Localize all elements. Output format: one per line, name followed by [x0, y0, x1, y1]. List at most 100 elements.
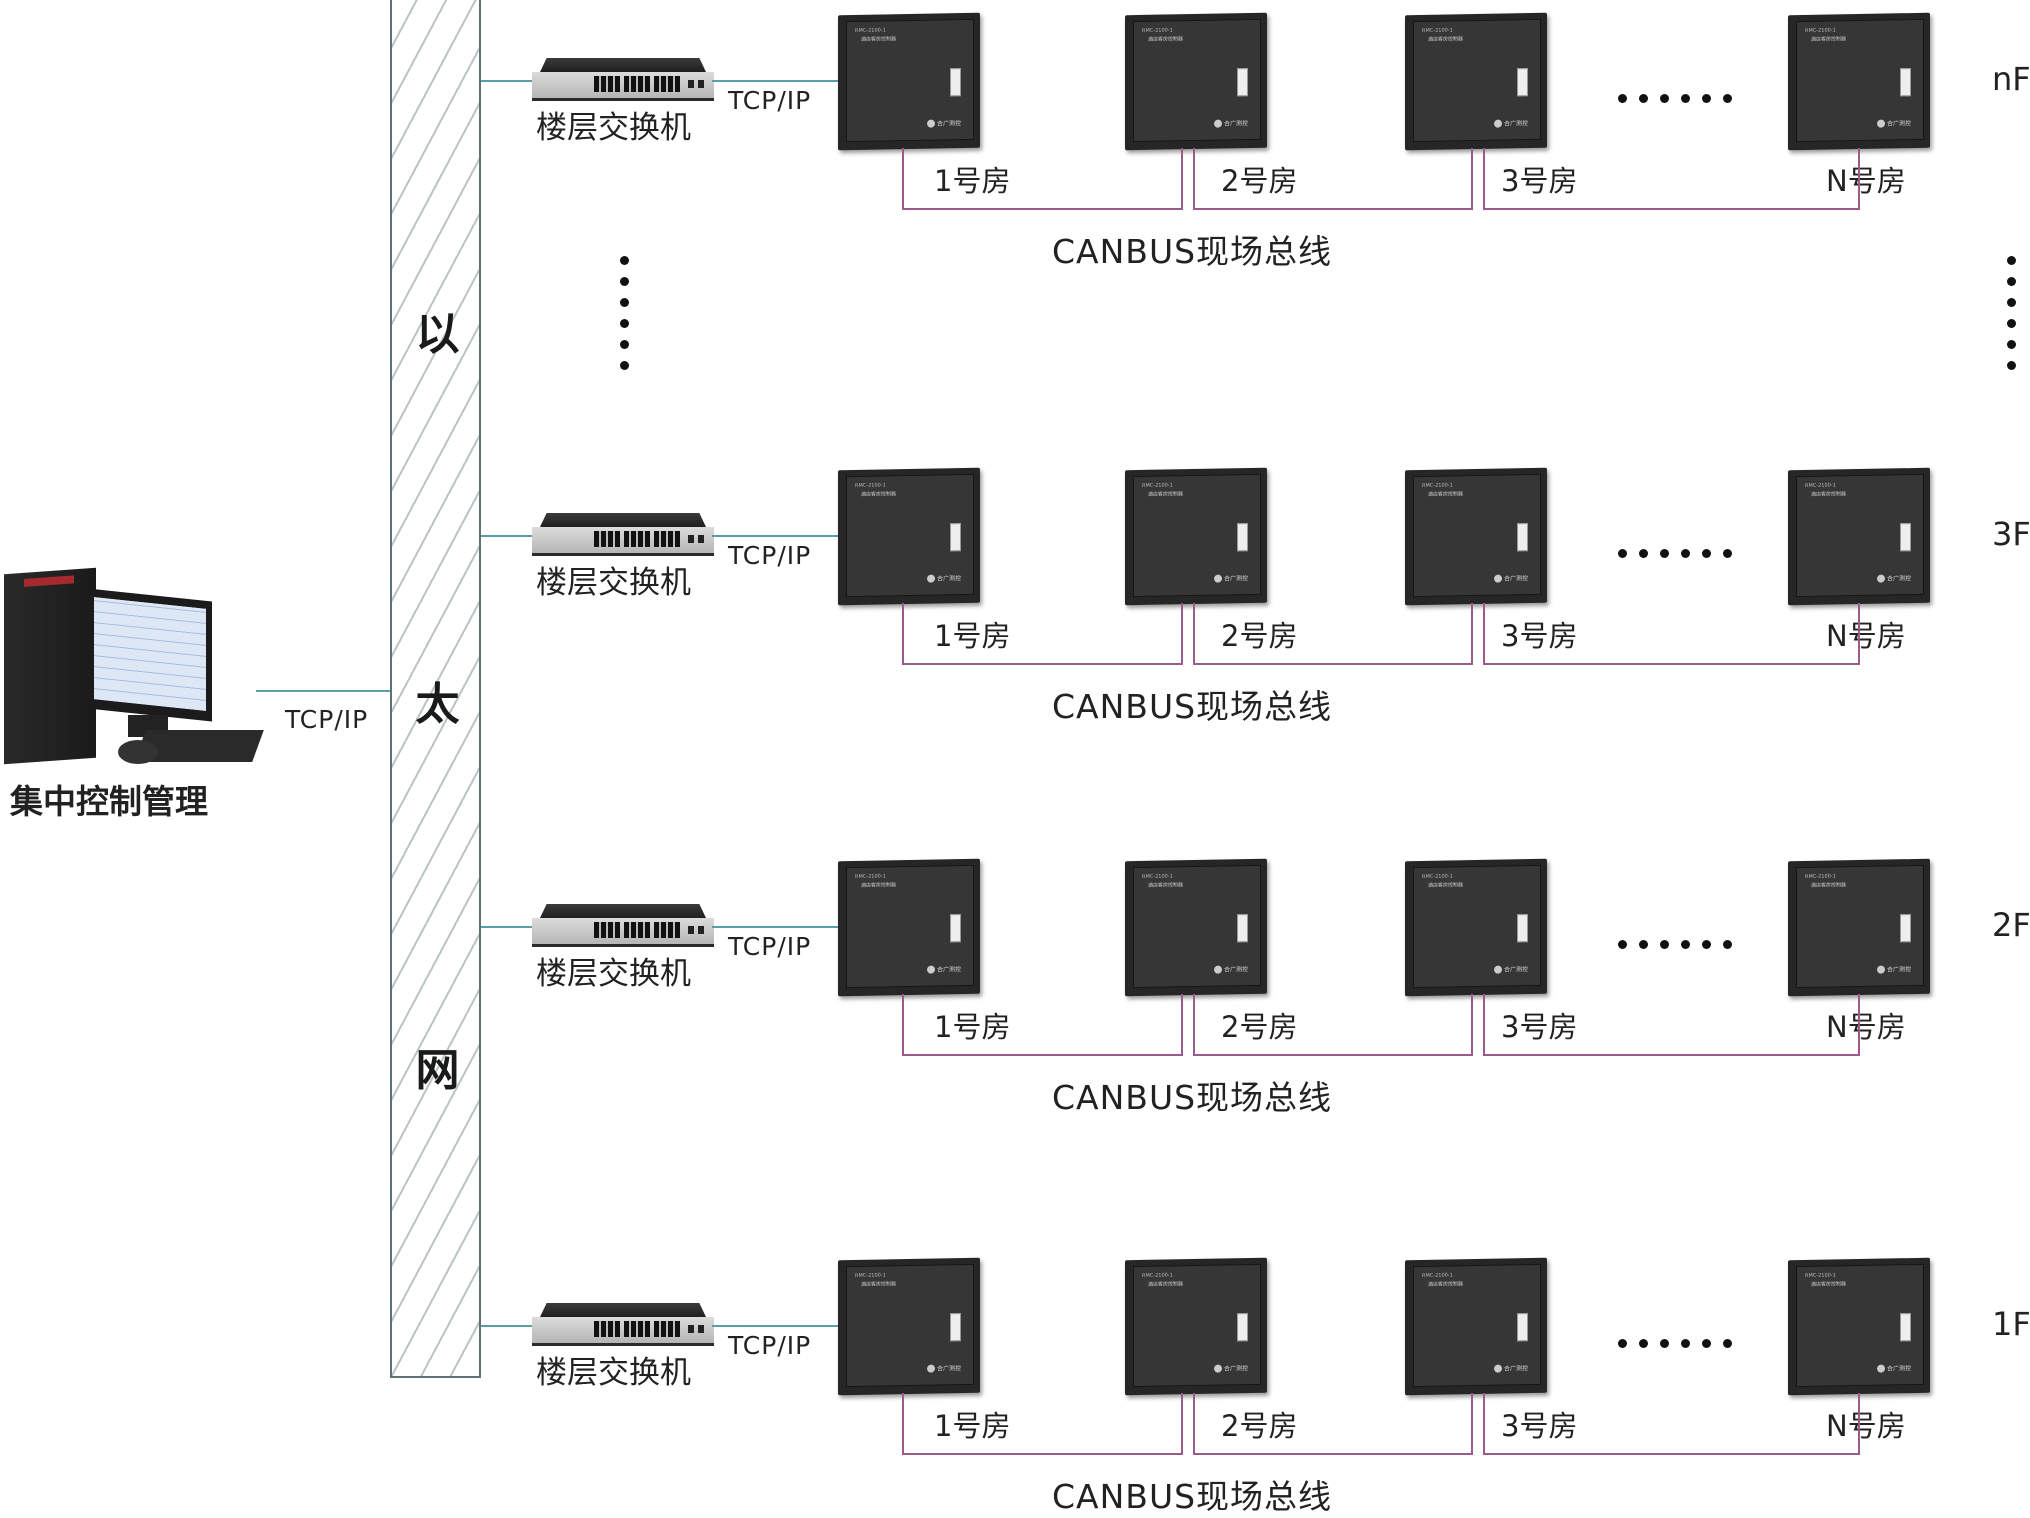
horizontal-ellipsis — [1618, 94, 1744, 103]
canbus-segment — [1483, 603, 1860, 665]
floor-label: nF — [1992, 60, 2030, 98]
room-label: 3号房 — [1501, 1409, 1578, 1443]
canbus-segment — [1193, 994, 1473, 1056]
canbus-segment — [1483, 1393, 1860, 1455]
dot — [620, 298, 629, 307]
room-label: N号房 — [1826, 619, 1906, 653]
backbone-to-switch-line — [481, 535, 541, 537]
dot — [2007, 277, 2016, 286]
dot — [2007, 298, 2016, 307]
pc-network-line — [256, 690, 392, 692]
central-computer-icon — [0, 555, 264, 775]
floor-switch-icon — [532, 513, 714, 556]
room-label: 2号房 — [1221, 164, 1298, 198]
canbus-segment — [1193, 1393, 1473, 1455]
room-label: 1号房 — [934, 1010, 1011, 1044]
dot — [620, 340, 629, 349]
switch-label: 楼层交换机 — [536, 1355, 691, 1391]
canbus-label: CANBUS现场总线 — [1052, 1078, 1333, 1117]
floor-label: 3F — [1992, 515, 2030, 553]
switch-tcpip-label: TCP/IP — [728, 541, 812, 570]
canbus-label: CANBUS现场总线 — [1052, 1477, 1333, 1516]
dot — [620, 361, 629, 370]
horizontal-ellipsis — [1618, 549, 1744, 558]
backbone-char: 以 — [415, 309, 460, 360]
room-label: 3号房 — [1501, 619, 1578, 653]
switch-label: 楼层交换机 — [536, 565, 691, 601]
backbone-to-switch-line — [481, 1325, 541, 1327]
room-label: N号房 — [1826, 164, 1906, 198]
horizontal-ellipsis — [1618, 1339, 1744, 1348]
canbus-segment — [1193, 148, 1473, 210]
switch-tcpip-label: TCP/IP — [728, 86, 812, 115]
central-control-label: 集中控制管理 — [10, 782, 208, 821]
backbone-char: 网 — [415, 1045, 460, 1096]
canbus-label: CANBUS现场总线 — [1052, 687, 1333, 726]
room-label: 1号房 — [934, 164, 1011, 198]
dot — [620, 256, 629, 265]
room-label: 3号房 — [1501, 164, 1578, 198]
canbus-segment — [902, 994, 1183, 1056]
canbus-segment — [902, 603, 1183, 665]
horizontal-ellipsis — [1618, 940, 1744, 949]
floor-switch-icon — [532, 1303, 714, 1346]
switch-tcpip-label: TCP/IP — [728, 1331, 812, 1360]
canbus-segment — [1483, 994, 1860, 1056]
room-label: 2号房 — [1221, 619, 1298, 653]
floor-label: 2F — [1992, 906, 2030, 944]
switch-to-controller-line — [712, 535, 842, 537]
dot — [2007, 340, 2016, 349]
canbus-segment — [1193, 603, 1473, 665]
vertical-ellipsis-right — [2007, 256, 2016, 382]
room-label: N号房 — [1826, 1409, 1906, 1443]
room-label: 1号房 — [934, 619, 1011, 653]
dot — [620, 319, 629, 328]
monitor-screen — [94, 597, 206, 711]
dot — [2007, 256, 2016, 265]
switch-label: 楼层交换机 — [536, 956, 691, 992]
vertical-ellipsis-left — [620, 256, 629, 382]
room-label: 2号房 — [1221, 1409, 1298, 1443]
switch-to-controller-line — [712, 80, 842, 82]
ethernet-backbone: 以 太 网 — [390, 0, 481, 1378]
dot — [2007, 319, 2016, 328]
pc-tcpip-label: TCP/IP — [285, 705, 369, 734]
backbone-to-switch-line — [481, 80, 541, 82]
backbone-char: 太 — [415, 679, 460, 730]
canbus-segment — [902, 148, 1183, 210]
canbus-segment — [1483, 148, 1860, 210]
floor-label: 1F — [1992, 1305, 2030, 1343]
switch-to-controller-line — [712, 926, 842, 928]
dot — [620, 277, 629, 286]
canbus-segment — [902, 1393, 1183, 1455]
mouse — [118, 740, 158, 764]
dot — [2007, 361, 2016, 370]
monitor — [88, 588, 212, 722]
room-label: N号房 — [1826, 1010, 1906, 1044]
switch-tcpip-label: TCP/IP — [728, 932, 812, 961]
backbone-to-switch-line — [481, 926, 541, 928]
tower-handle — [24, 575, 74, 587]
floor-switch-icon — [532, 58, 714, 101]
switch-label: 楼层交换机 — [536, 110, 691, 146]
pc-tower — [4, 567, 96, 765]
room-label: 3号房 — [1501, 1010, 1578, 1044]
switch-to-controller-line — [712, 1325, 842, 1327]
room-label: 1号房 — [934, 1409, 1011, 1443]
